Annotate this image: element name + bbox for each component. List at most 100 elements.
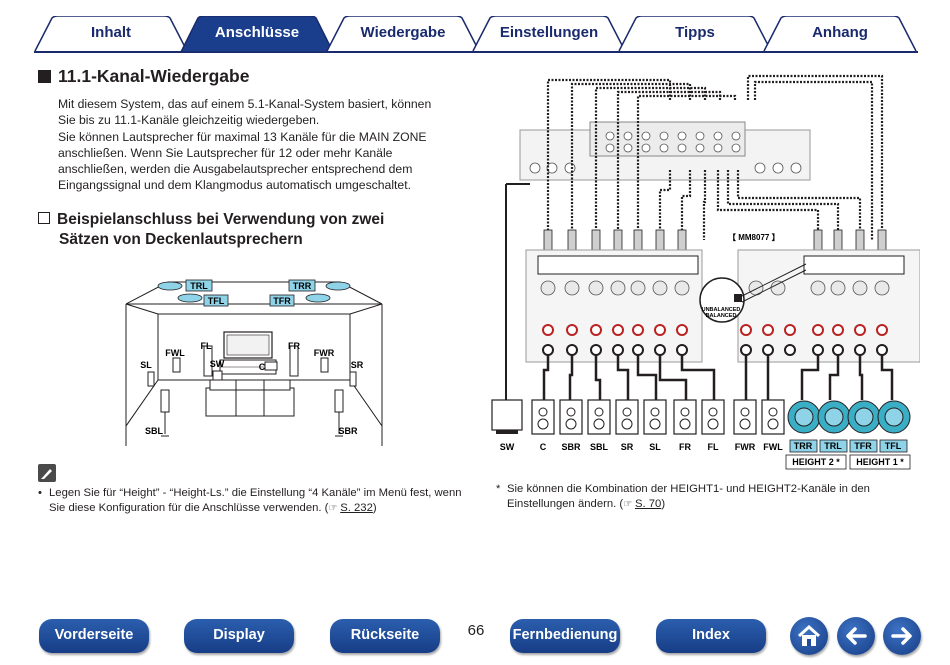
label-fwl: FWL bbox=[165, 348, 185, 358]
intro-line: anschließen. Wenn Sie Lautsprecher für 1… bbox=[58, 145, 393, 160]
tv-icon bbox=[219, 331, 277, 375]
section-title-text: 11.1-Kanal-Wiedergabe bbox=[58, 66, 250, 86]
nav-vorderseite-button[interactable]: Vorderseite bbox=[39, 619, 149, 653]
speaker-label: FR bbox=[679, 442, 691, 452]
wiring-diagram: 【 MM8077 】 UNBALANCED BALANCED bbox=[491, 74, 920, 470]
forward-arrow-icon bbox=[891, 627, 912, 645]
height-speaker-label: TRR bbox=[794, 441, 813, 451]
home-icon bbox=[797, 624, 821, 646]
label-sbl: SBL bbox=[145, 426, 164, 436]
tab-shape bbox=[472, 16, 626, 52]
tab-shape bbox=[618, 16, 772, 52]
note-pencil-icon bbox=[38, 464, 56, 482]
label-sw: SW bbox=[210, 359, 225, 369]
bullet: • bbox=[38, 487, 42, 499]
label-tfr: TFR bbox=[273, 296, 291, 306]
subwoofer-icon bbox=[491, 399, 523, 434]
subsection-title: Beispielanschluss bei Verwendung von zwe… bbox=[38, 210, 458, 250]
tab-wiedergabe[interactable]: Wiedergabe bbox=[326, 16, 480, 52]
tab-tipps[interactable]: Tipps bbox=[618, 16, 772, 52]
height-speaker-label: TRL bbox=[824, 441, 842, 451]
label-fl: FL bbox=[201, 341, 212, 351]
footnote-line: Sie können die Kombination der HEIGHT1- … bbox=[507, 483, 870, 495]
footnote-line: Einstellungen ändern. (☞ S. 70) bbox=[507, 497, 916, 513]
label-trr: TRR bbox=[293, 281, 312, 291]
label-trl: TRL bbox=[190, 281, 208, 291]
unbalanced-label: UNBALANCED bbox=[702, 307, 741, 313]
footnote-text: * Sie können die Kombination der HEIGHT1… bbox=[496, 482, 916, 512]
subsection-title-line: Sätzen von Deckenlautsprechern bbox=[59, 231, 303, 248]
room-layout-diagram: TRL TRR TFL TFR FL FR FWL FWR SL SR bbox=[125, 279, 383, 446]
height-speaker-label: TFR bbox=[854, 441, 872, 451]
label-fr: FR bbox=[288, 341, 300, 351]
label-sbr: SBR bbox=[338, 426, 358, 436]
back-arrow-icon bbox=[846, 627, 867, 645]
page-ref-icon: ☞ bbox=[328, 502, 341, 514]
tab-anhang[interactable]: Anhang bbox=[763, 16, 917, 52]
amp-model-label: 【 MM8077 】 bbox=[728, 232, 780, 242]
footnote-star: * bbox=[496, 483, 501, 495]
note-text: • Legen Sie für “Height” - “Height-Ls.” … bbox=[38, 486, 478, 516]
speaker-label: C bbox=[540, 442, 547, 452]
page-link-232[interactable]: S. 232 bbox=[340, 501, 373, 514]
tab-label: Tipps bbox=[675, 24, 715, 41]
note-line: Sie diese Konfiguration für die Anschlüs… bbox=[49, 501, 478, 517]
tab-shape bbox=[763, 16, 917, 52]
floor-speaker-icon bbox=[147, 345, 357, 413]
tab-label: Wiedergabe bbox=[360, 24, 446, 41]
intro-line: Sie können Lautsprecher für maximal 13 K… bbox=[58, 129, 427, 144]
unbalanced-balanced-switch: UNBALANCED BALANCED bbox=[699, 263, 807, 323]
forward-button[interactable] bbox=[883, 617, 921, 655]
speaker-label: FL bbox=[708, 442, 719, 452]
intro-text: Mit diesem System, das auf einem 5.1-Kan… bbox=[58, 96, 468, 194]
footnote-line-end: ) bbox=[661, 497, 666, 510]
ceiling-speaker-icon bbox=[157, 281, 351, 303]
speaker-label: SBL bbox=[590, 442, 609, 452]
tab-einstellungen[interactable]: Einstellungen bbox=[472, 16, 626, 52]
intro-line: Mit diesem System, das auf einem 5.1-Kan… bbox=[58, 97, 432, 111]
nav-display-button[interactable]: Display bbox=[184, 619, 294, 653]
checkbox-square-icon bbox=[38, 212, 50, 224]
note-line: Legen Sie für “Height” - “Height-Ls.” di… bbox=[49, 487, 462, 499]
height1-label: HEIGHT 1 * bbox=[856, 457, 904, 467]
back-button[interactable] bbox=[837, 617, 875, 655]
note-line-text: Sie diese Konfiguration für die Anschlüs… bbox=[49, 501, 329, 514]
note-line-end: ) bbox=[372, 501, 377, 514]
pencil-icon bbox=[41, 469, 52, 479]
height2-label: HEIGHT 2 * bbox=[792, 457, 840, 467]
nav-fernbedienung-button[interactable]: Fernbedienung bbox=[510, 619, 620, 653]
tab-label: Anschlüsse bbox=[214, 24, 300, 41]
page-number: 66 bbox=[467, 622, 485, 639]
nav-rueckseite-button[interactable]: Rückseite bbox=[330, 619, 440, 653]
balanced-label: BALANCED bbox=[706, 313, 737, 319]
ceiling-speaker-icon bbox=[787, 400, 911, 434]
page-ref-icon: ☞ bbox=[623, 498, 635, 510]
label-sl: SL bbox=[140, 360, 152, 370]
tab-shape bbox=[34, 16, 188, 52]
speaker-icon bbox=[531, 399, 785, 435]
tab-shape bbox=[180, 16, 334, 52]
sofa-icon bbox=[205, 379, 295, 417]
av-receiver-panel bbox=[519, 121, 811, 181]
speaker-label: FWR bbox=[735, 442, 756, 452]
label-tfl: TFL bbox=[208, 296, 225, 306]
chapter-tabs: Inhalt Anschlüsse Wiedergabe Einstellung… bbox=[34, 16, 918, 53]
speaker-label: SR bbox=[621, 442, 634, 452]
speaker-label: FWL bbox=[763, 442, 783, 452]
speaker-label: SW bbox=[500, 442, 515, 452]
tab-anschluesse[interactable]: Anschlüsse bbox=[180, 16, 334, 52]
label-sr: SR bbox=[351, 360, 364, 370]
tab-label: Inhalt bbox=[91, 24, 131, 41]
nav-index-button[interactable]: Index bbox=[656, 619, 766, 653]
intro-line: anschließen, werden die Ausgabelautsprec… bbox=[58, 162, 413, 177]
home-button[interactable] bbox=[790, 617, 828, 655]
power-amplifier-panel bbox=[525, 249, 920, 363]
tab-label: Einstellungen bbox=[499, 24, 599, 41]
label-fwr: FWR bbox=[314, 348, 335, 358]
page-link-70[interactable]: S. 70 bbox=[634, 497, 662, 510]
speaker-label: SL bbox=[649, 442, 661, 452]
speaker-label: SBR bbox=[561, 442, 581, 452]
tab-inhalt[interactable]: Inhalt bbox=[34, 16, 188, 52]
section-title: 11.1-Kanal-Wiedergabe bbox=[38, 66, 249, 87]
intro-line: Sie bis zu 11.1-Kanäle gleichzeitig wied… bbox=[58, 113, 320, 128]
